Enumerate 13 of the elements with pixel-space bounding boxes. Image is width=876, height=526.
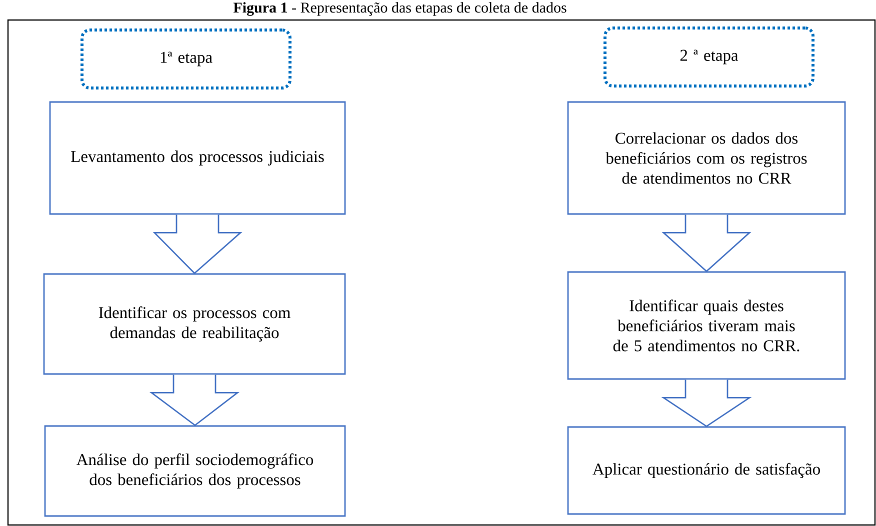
- process-box: Aplicar questionário de satisfação: [567, 426, 846, 515]
- block-arrow: [661, 379, 752, 428]
- block-arrow: [662, 214, 752, 272]
- process-box: Correlacionar os dados dos beneficiários com os registros de atendimentos no CRR: [567, 101, 846, 215]
- block-arrow: [149, 374, 240, 426]
- process-box: Identificar os processos com demandas de reabilitação: [43, 273, 346, 375]
- process-box: Análise do perfil sociodemográfico dos beneficiários dos processos: [44, 425, 346, 517]
- step-label-box: 2 ª etapa: [604, 26, 814, 88]
- step-label-box: 1ª etapa: [80, 28, 292, 90]
- figure-title: Figura 1 - Representação das etapas de coleta de dados: [233, 2, 566, 16]
- process-box: Identificar quais destes beneficiários tiveram mais de 5 atendimentos no CRR.: [567, 271, 846, 380]
- process-box: Levantamento dos processos judiciais: [49, 101, 346, 215]
- block-arrow: [152, 214, 242, 274]
